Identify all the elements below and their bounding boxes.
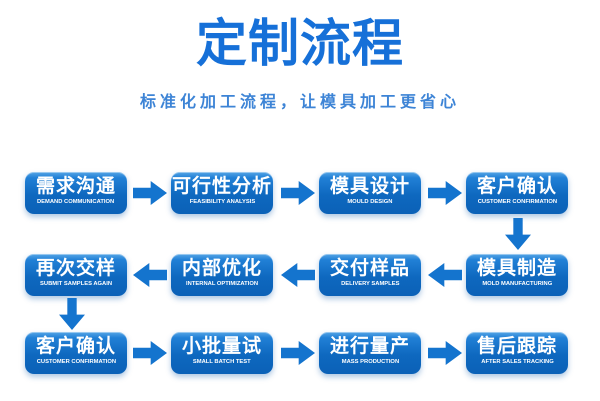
arrow-right-icon — [281, 181, 315, 205]
step-label-zh: 进行量产 — [329, 336, 410, 357]
step-label-en: INTERNAL OPTIMIZATION — [186, 280, 258, 287]
step-submit-samples-again: 再次交样 SUBMIT SAMPLES AGAIN — [25, 254, 127, 296]
step-label-zh: 小批量试 — [181, 336, 262, 357]
arrow-left-icon — [281, 263, 315, 287]
page-subtitle: 标准化加工流程，让模具加工更省心 — [139, 94, 460, 111]
step-label-zh: 再次交样 — [35, 258, 116, 279]
arrow-right-icon — [281, 341, 315, 365]
step-label-zh: 需求沟通 — [35, 176, 116, 197]
step-customer-confirmation-1: 客户确认 CUSTOMER CONFIRMATION — [466, 172, 568, 214]
arrow-left-icon — [428, 263, 462, 287]
step-label-en: DELIVERY SAMPLES — [340, 280, 400, 287]
arrow-down-icon — [505, 218, 531, 250]
arrow-right-icon — [428, 181, 462, 205]
step-small-batch-test: 小批量试 SMALL BATCH TEST — [171, 332, 273, 374]
step-label-en: SMALL BATCH TEST — [193, 358, 251, 365]
step-label-en: CUSTOMER CONFIRMATION — [36, 358, 116, 365]
arrow-left-icon — [133, 263, 167, 287]
arrow-right-icon — [133, 181, 167, 205]
step-label-en: FEASIBILITY ANALYSIS — [189, 198, 255, 205]
step-label-zh: 交付样品 — [329, 258, 410, 279]
step-label-en: MASS PRODUCTION — [341, 358, 399, 365]
step-label-zh: 模具制造 — [476, 258, 557, 279]
step-demand-communication: 需求沟通 DEMAND COMMUNICATION — [25, 172, 127, 214]
step-label-en: SUBMIT SAMPLES AGAIN — [40, 280, 112, 287]
step-mass-production: 进行量产 MASS PRODUCTION — [319, 332, 421, 374]
step-label-zh: 客户确认 — [476, 176, 557, 197]
step-delivery-samples: 交付样品 DELIVERY SAMPLES — [319, 254, 421, 296]
step-label-en: AFTER SALES TRACKING — [480, 358, 554, 365]
step-mould-design: 模具设计 MOULD DESIGN — [319, 172, 421, 214]
step-label-en: CUSTOMER CONFIRMATION — [477, 198, 557, 205]
arrow-down-icon — [59, 298, 85, 330]
step-feasibility-analysis: 可行性分析 FEASIBILITY ANALYSIS — [171, 172, 273, 214]
step-label-zh: 可行性分析 — [171, 176, 272, 197]
step-after-sales-tracking: 售后跟踪 AFTER SALES TRACKING — [466, 332, 568, 374]
step-label-zh: 客户确认 — [35, 336, 116, 357]
step-mold-manufacturing: 模具制造 MOLD MANUFACTURING — [466, 254, 568, 296]
step-label-zh: 售后跟踪 — [476, 336, 557, 357]
arrow-right-icon — [428, 341, 462, 365]
step-label-zh: 内部优化 — [181, 258, 262, 279]
page-title: 定制流程 — [195, 15, 404, 72]
arrow-right-icon — [133, 341, 167, 365]
step-customer-confirmation-2: 客户确认 CUSTOMER CONFIRMATION — [25, 332, 127, 374]
step-label-en: DEMAND COMMUNICATION — [37, 198, 115, 205]
step-label-zh: 模具设计 — [329, 176, 410, 197]
step-label-en: MOULD DESIGN — [347, 198, 393, 205]
step-label-en: MOLD MANUFACTURING — [482, 280, 552, 287]
step-internal-optimization: 内部优化 INTERNAL OPTIMIZATION — [171, 254, 273, 296]
